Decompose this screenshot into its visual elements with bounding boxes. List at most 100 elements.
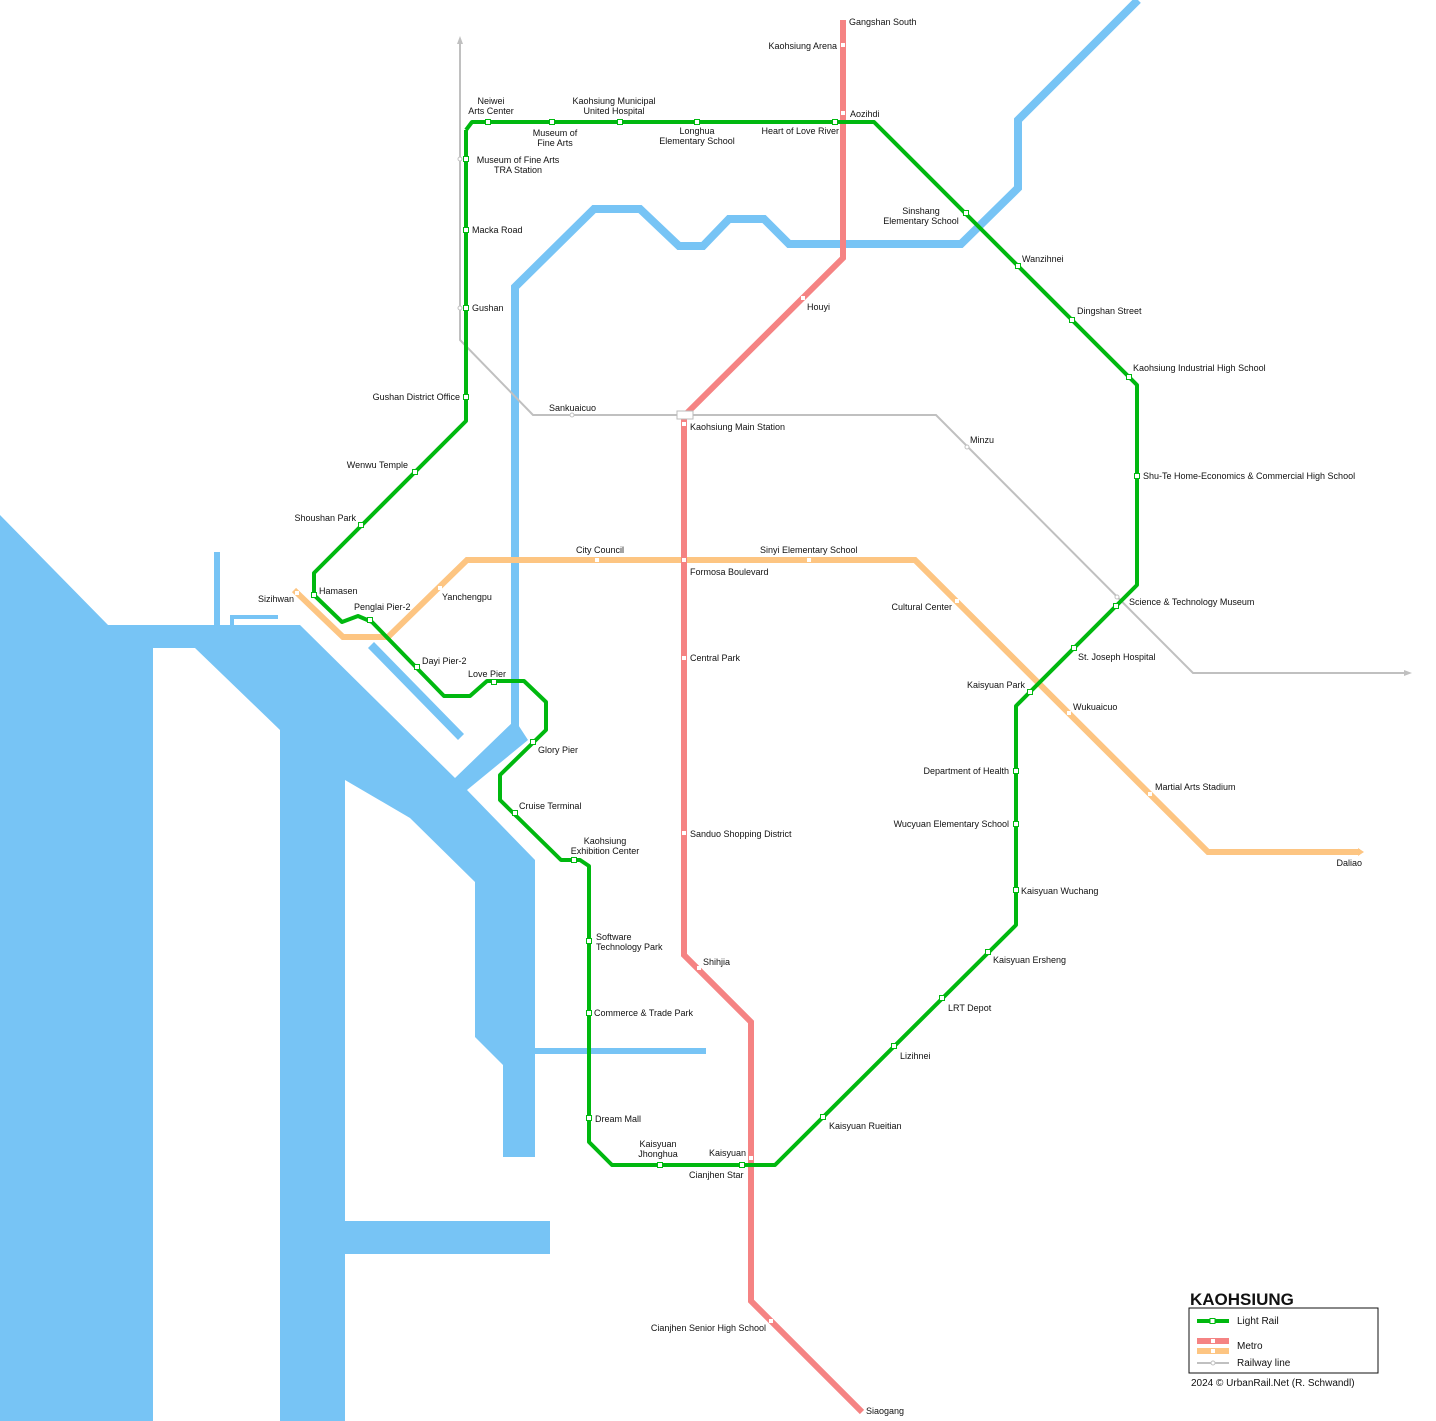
station-marker[interactable]	[955, 599, 959, 603]
station-label[interactable]: Penglai Pier-2	[354, 602, 411, 612]
station-marker[interactable]	[963, 210, 969, 216]
station-marker[interactable]	[463, 305, 469, 311]
station-marker[interactable]	[595, 558, 599, 562]
station-label[interactable]: Central Park	[690, 653, 741, 663]
station-marker[interactable]	[311, 592, 317, 598]
station-marker[interactable]	[485, 119, 491, 125]
station-marker[interactable]	[414, 664, 420, 670]
station-marker[interactable]	[682, 558, 686, 562]
station-label[interactable]: Siaogang	[866, 1406, 904, 1416]
station-marker[interactable]	[682, 656, 686, 660]
station-label[interactable]: Heart of Love River	[761, 126, 839, 136]
station-marker[interactable]	[463, 227, 469, 233]
station-marker[interactable]	[457, 305, 463, 311]
station-marker[interactable]	[463, 156, 469, 162]
station-marker[interactable]	[739, 1162, 745, 1168]
station-marker[interactable]	[1134, 473, 1140, 479]
station-marker[interactable]	[1013, 887, 1019, 893]
station-label[interactable]: Dream Mall	[595, 1114, 641, 1124]
station-label[interactable]: Shoushan Park	[294, 513, 356, 523]
station-marker[interactable]	[358, 522, 364, 528]
station-marker[interactable]	[1015, 263, 1021, 269]
station-marker[interactable]	[586, 1010, 592, 1016]
station-label[interactable]: Shihjia	[703, 957, 730, 967]
station-label[interactable]: Kaisyuan Wuchang	[1021, 886, 1098, 896]
station-marker[interactable]	[697, 966, 701, 970]
station-marker[interactable]	[939, 995, 945, 1001]
station-label[interactable]: Kaisyuan	[709, 1148, 746, 1158]
station-marker[interactable]	[1067, 711, 1071, 715]
station-label[interactable]: Formosa Boulevard	[690, 567, 769, 577]
station-label[interactable]: Lizihnei	[900, 1051, 931, 1061]
station-marker[interactable]	[841, 111, 845, 115]
station-marker[interactable]	[530, 739, 536, 745]
station-label[interactable]: Dingshan Street	[1077, 306, 1142, 316]
station-label[interactable]: Cianjhen Senior High School	[651, 1323, 766, 1333]
station-label[interactable]: Wukuaicuo	[1073, 702, 1117, 712]
station-label[interactable]: Kaohsiung Arena	[768, 41, 837, 51]
station-marker[interactable]	[1126, 374, 1132, 380]
station-label[interactable]: Macka Road	[472, 225, 523, 235]
station-marker[interactable]	[769, 1319, 773, 1323]
station-marker[interactable]	[617, 119, 623, 125]
station-marker[interactable]	[657, 1162, 663, 1168]
station-label[interactable]: Wucyuan Elementary School	[894, 819, 1009, 829]
station-label[interactable]: Kaisyuan Ersheng	[993, 955, 1066, 965]
station-label[interactable]: Science & Technology Museum	[1129, 597, 1254, 607]
station-marker[interactable]	[1013, 821, 1019, 827]
station-marker[interactable]	[682, 422, 686, 426]
station-marker[interactable]	[1069, 317, 1075, 323]
station-label[interactable]: Minzu	[970, 435, 994, 445]
station-marker[interactable]	[694, 119, 700, 125]
station-marker[interactable]	[807, 558, 811, 562]
station-label[interactable]: Sizihwan	[258, 594, 294, 604]
station-label[interactable]: Kaisyuan Park	[967, 680, 1026, 690]
station-label[interactable]: Martial Arts Stadium	[1155, 782, 1236, 792]
station-label[interactable]: Commerce & Trade Park	[594, 1008, 694, 1018]
station-label[interactable]: Sinyi Elementary School	[760, 545, 858, 555]
station-label[interactable]: Yanchengpu	[442, 592, 492, 602]
station-marker[interactable]	[463, 394, 469, 400]
station-marker[interactable]	[832, 119, 838, 125]
station-marker[interactable]	[1013, 768, 1019, 774]
station-marker[interactable]	[571, 857, 577, 863]
station-marker[interactable]	[491, 679, 497, 685]
station-marker[interactable]	[682, 831, 686, 835]
station-label[interactable]: Department of Health	[923, 766, 1009, 776]
station-marker[interactable]	[1148, 792, 1152, 796]
station-marker[interactable]	[891, 1043, 897, 1049]
station-marker[interactable]	[569, 412, 575, 418]
station-label[interactable]: Daliao	[1336, 858, 1362, 868]
station-marker[interactable]	[438, 586, 442, 590]
station-label[interactable]: LRT Depot	[948, 1003, 992, 1013]
station-marker[interactable]	[841, 43, 845, 47]
station-label[interactable]: Hamasen	[319, 586, 358, 596]
station-label[interactable]: Glory Pier	[538, 745, 578, 755]
station-marker[interactable]	[549, 119, 555, 125]
station-marker[interactable]	[964, 444, 970, 450]
station-label[interactable]: City Council	[576, 545, 624, 555]
station-label[interactable]: Dayi Pier-2	[422, 656, 467, 666]
station-label[interactable]: Gangshan South	[849, 17, 917, 27]
station-label[interactable]: Sanduo Shopping District	[690, 829, 792, 839]
station-label[interactable]: Wanzihnei	[1022, 254, 1064, 264]
station-label[interactable]: Kaohsiung Industrial High School	[1133, 363, 1266, 373]
station-marker[interactable]	[412, 469, 418, 475]
station-label[interactable]: St. Joseph Hospital	[1078, 652, 1156, 662]
station-label[interactable]: Cultural Center	[891, 602, 952, 612]
station-label[interactable]: Cruise Terminal	[519, 801, 581, 811]
station-marker[interactable]	[801, 296, 805, 300]
station-label[interactable]: Sankuaicuo	[549, 403, 596, 413]
station-label[interactable]: Shu-Te Home-Economics & Commercial High …	[1143, 471, 1355, 481]
station-label[interactable]: Cianjhen Star	[689, 1170, 744, 1180]
station-label[interactable]: Kaohsiung Main Station	[690, 422, 785, 432]
